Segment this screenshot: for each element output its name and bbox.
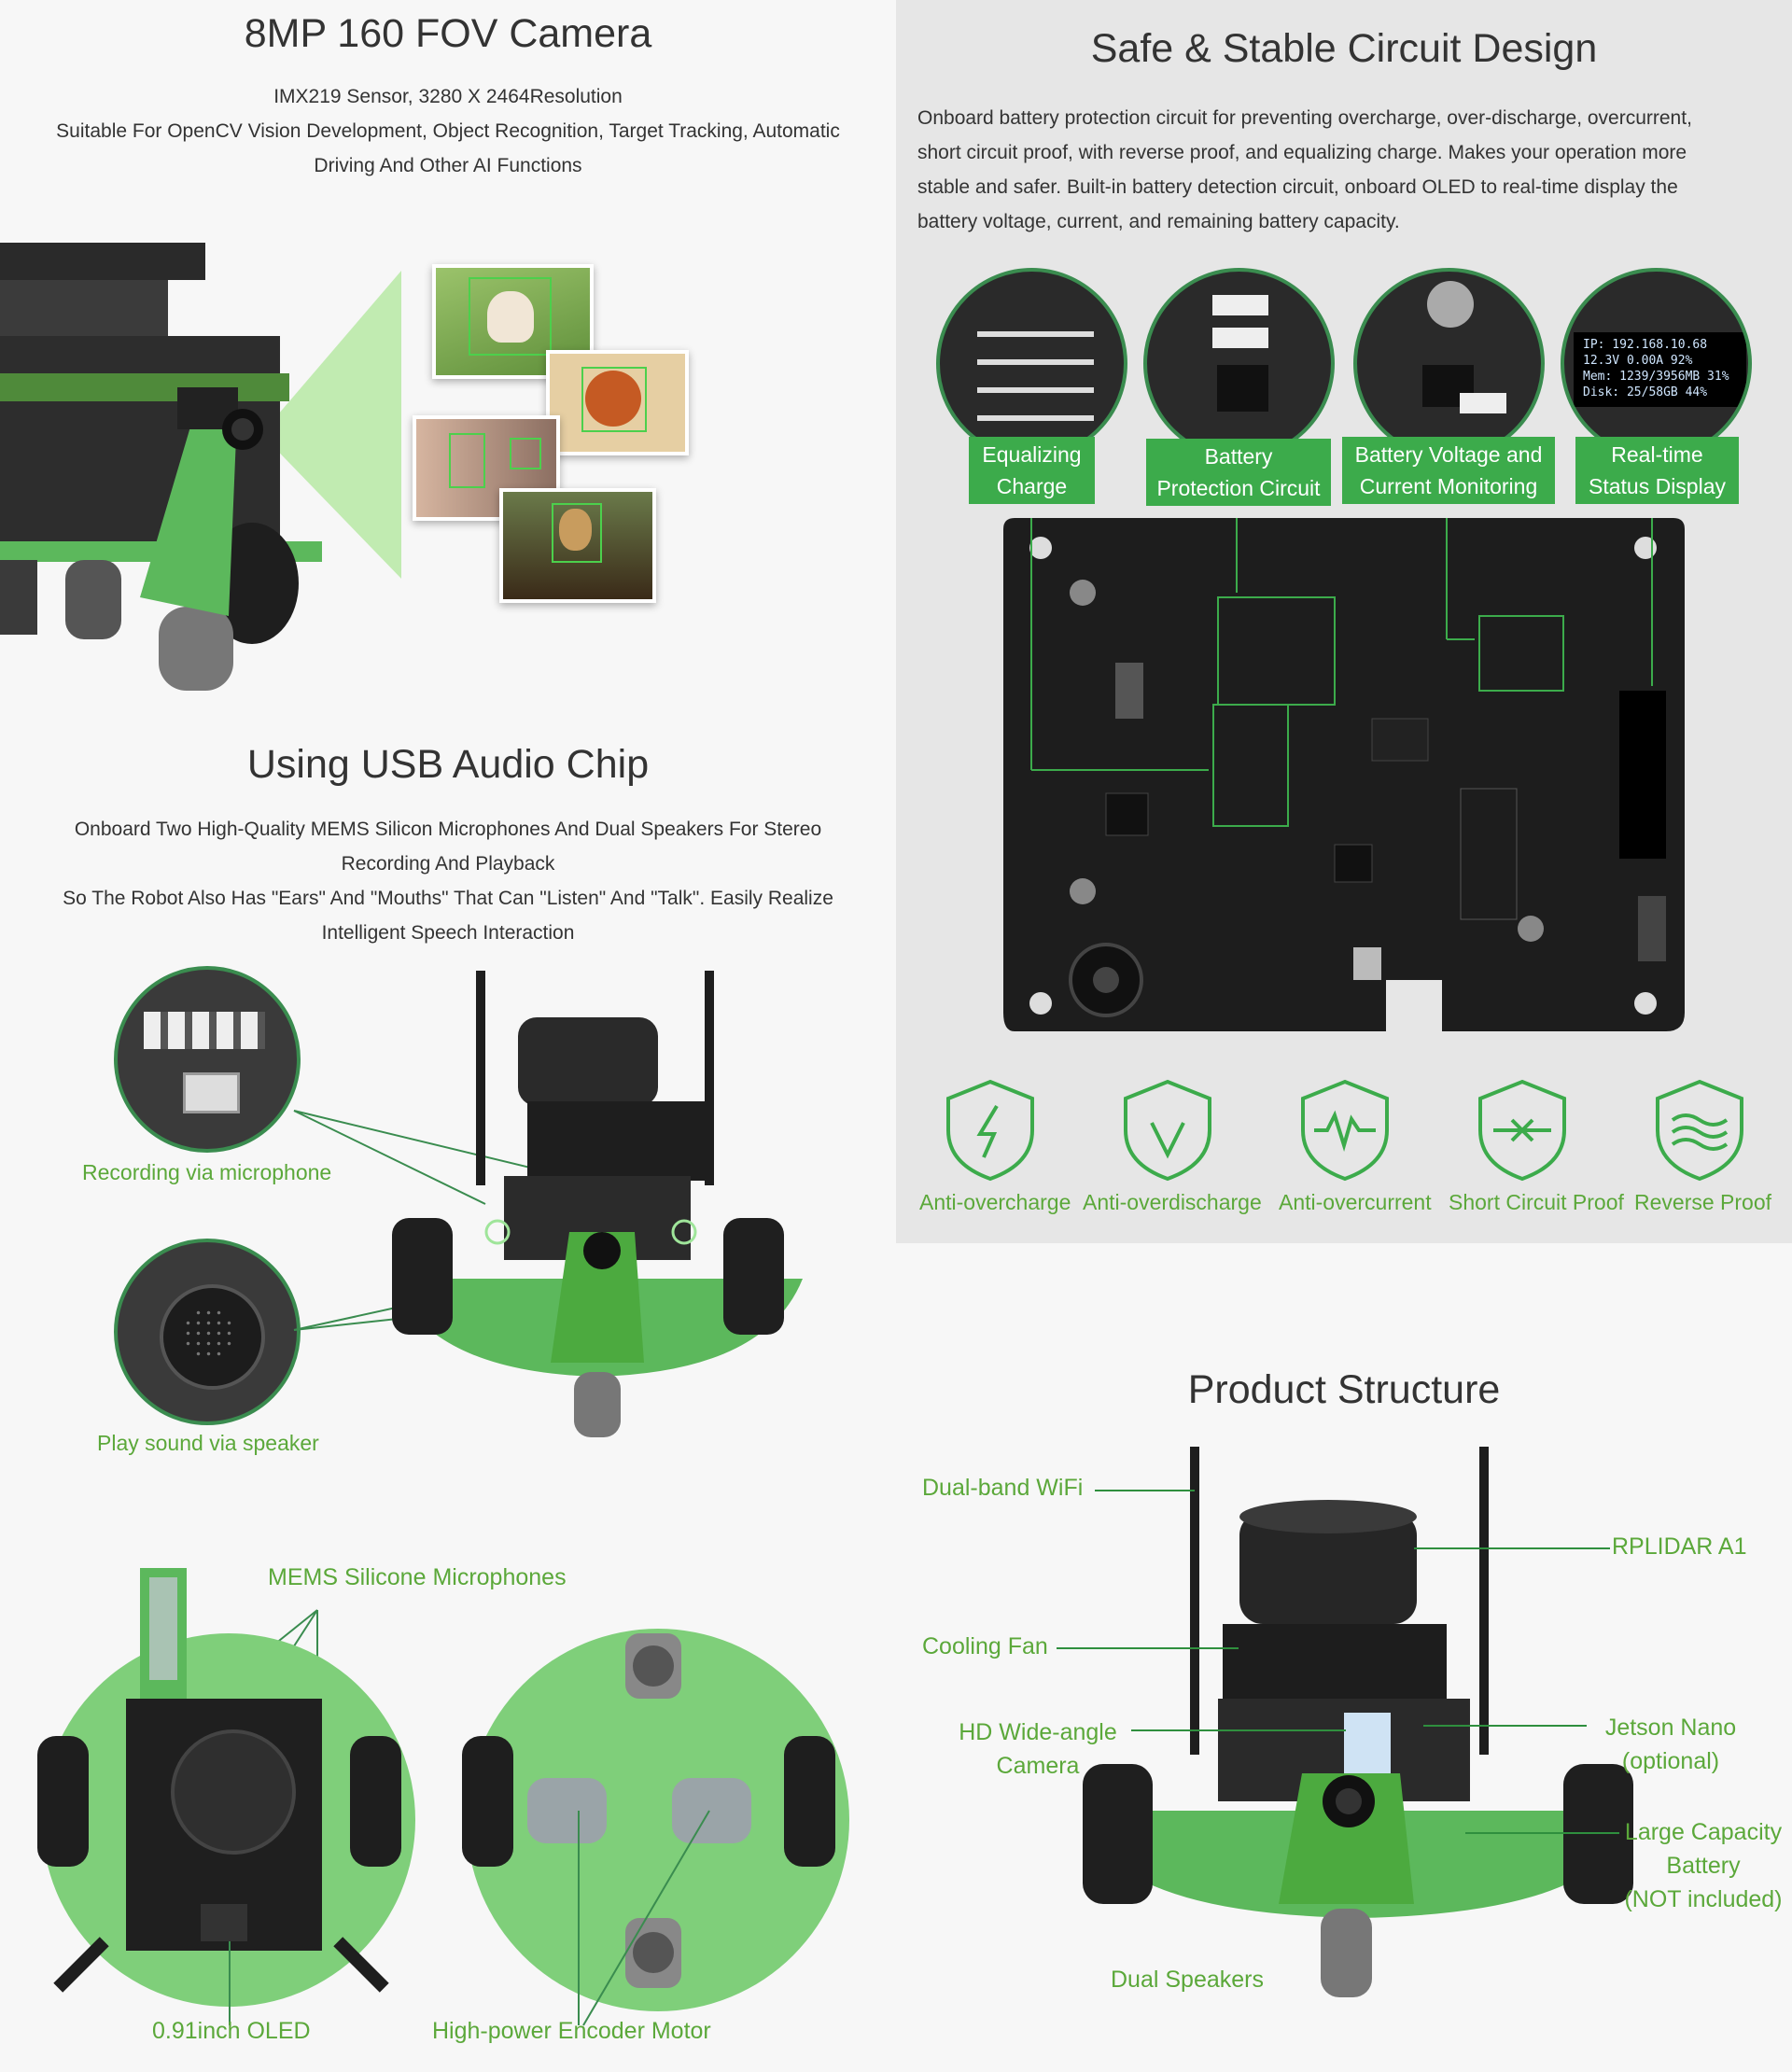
label-anti-overcharge: Anti-overcharge xyxy=(919,1190,1071,1214)
structure-battery-line1: Large Capacity xyxy=(1624,1819,1783,1845)
structure-jetson-line2: (optional) xyxy=(1621,1748,1720,1774)
structure-battery-line3: (NOT included) xyxy=(1624,1886,1783,1912)
structure-camera: HD Wide-angle Camera xyxy=(945,1715,1131,1783)
structure-battery-line2: Battery xyxy=(1666,1853,1741,1879)
anti-overdischarge-icon xyxy=(1124,1079,1211,1182)
short-circuit-icon xyxy=(1478,1079,1566,1182)
camera-callout-line xyxy=(1131,1729,1346,1731)
oled-line4: Disk: 25/58GB 44% xyxy=(1583,385,1708,399)
audio-desc-line2: Recording And Playback xyxy=(341,853,555,875)
reverse-proof-icon xyxy=(1656,1079,1743,1182)
camera-desc-line2: Suitable For OpenCV Vision Development, … xyxy=(56,120,840,142)
tag-equalizing-charge: Equalizing Charge xyxy=(969,437,1095,504)
oled-line2: 12.3V 0.00A 92% xyxy=(1583,354,1693,368)
circuit-desc-line3: stable and safer. Built-in battery detec… xyxy=(917,176,1678,198)
camera-desc-line1: IMX219 Sensor, 3280 X 2464Resolution xyxy=(273,86,623,107)
photo-basketball xyxy=(546,350,689,455)
structure-jetson-line1: Jetson Nano xyxy=(1604,1715,1737,1741)
camera-robot-illustration xyxy=(0,243,401,691)
audio-description: Onboard Two High-Quality MEMS Silicon Mi… xyxy=(0,812,896,950)
audio-desc-line3: So The Robot Also Has "Ears" And "Mouths… xyxy=(63,888,833,909)
structure-lidar: RPLIDAR A1 xyxy=(1612,1533,1747,1560)
jetson-callout-line xyxy=(1423,1725,1587,1727)
wifi-callout-line xyxy=(1095,1490,1195,1491)
fan-callout-line xyxy=(1057,1647,1239,1649)
oled-label: 0.91inch OLED xyxy=(152,2018,311,2044)
oled-line3: Mem: 1239/3956MB 31% xyxy=(1583,370,1729,384)
circuit-desc-line4: battery voltage, current, and remaining … xyxy=(917,211,1400,232)
circuit-desc-line1: Onboard battery protection circuit for p… xyxy=(917,107,1692,129)
motor-label: High-power Encoder Motor xyxy=(432,2018,711,2044)
audio-title: Using USB Audio Chip xyxy=(246,742,650,787)
anti-overcharge-icon xyxy=(946,1079,1034,1182)
structure-speakers: Dual Speakers xyxy=(1111,1967,1264,1993)
zoom-monitoring xyxy=(1353,268,1545,459)
structure-camera-line2: Camera xyxy=(996,1753,1080,1779)
tag-status-display: Real-time Status Display xyxy=(1575,437,1739,504)
mic-label: Recording via microphone xyxy=(82,1160,332,1184)
label-anti-overcurrent: Anti-overcurrent xyxy=(1279,1190,1432,1214)
structure-wifi: Dual-band WiFi xyxy=(922,1475,1084,1501)
audio-desc-line1: Onboard Two High-Quality MEMS Silicon Mi… xyxy=(74,819,822,840)
camera-title: 8MP 160 FOV Camera xyxy=(244,11,652,56)
circuit-title: Safe & Stable Circuit Design xyxy=(1090,26,1598,71)
label-reverse-proof: Reverse Proof xyxy=(1634,1190,1772,1214)
robot-top-views xyxy=(37,1568,849,2026)
structure-fan: Cooling Fan xyxy=(922,1633,1048,1659)
structure-title: Product Structure xyxy=(1187,1367,1501,1412)
structure-jetson: Jetson Nano (optional) xyxy=(1591,1711,1750,1778)
speaker-label: Play sound via speaker xyxy=(97,1431,319,1455)
camera-description: IMX219 Sensor, 3280 X 2464Resolution Sui… xyxy=(0,79,896,183)
photo-dog xyxy=(432,264,594,379)
robot-structure-illustration xyxy=(1083,1447,1633,1997)
label-anti-overdischarge: Anti-overdischarge xyxy=(1083,1190,1262,1214)
camera-desc-line3: Driving And Other AI Functions xyxy=(314,155,582,176)
label-short-circuit: Short Circuit Proof xyxy=(1449,1190,1624,1214)
mems-label: MEMS Silicone Microphones xyxy=(268,1564,567,1590)
structure-camera-line1: HD Wide-angle xyxy=(959,1719,1117,1745)
zoom-protection xyxy=(1143,268,1335,459)
robot-front-illustration xyxy=(293,971,803,1437)
audio-desc-line4: Intelligent Speech Interaction xyxy=(321,922,575,944)
structure-battery: Large Capacity Battery (NOT included) xyxy=(1619,1815,1787,1916)
pcb-board xyxy=(1003,518,1685,1031)
zoom-equalizing xyxy=(936,268,1127,459)
circuit-description: Onboard battery protection circuit for p… xyxy=(917,101,1776,239)
zoom-oled: IP: 192.168.10.68 12.3V 0.00A 92% Mem: 1… xyxy=(1561,268,1752,459)
oled-line1: IP: 192.168.10.68 xyxy=(1583,338,1708,352)
speaker-closeup xyxy=(114,1239,301,1425)
tag-battery-protection: Battery Protection Circuit xyxy=(1146,439,1331,506)
tag-voltage-monitoring: Battery Voltage and Current Monitoring xyxy=(1342,437,1555,504)
lidar-callout-line xyxy=(1414,1547,1610,1549)
battery-callout-line xyxy=(1465,1832,1619,1834)
circuit-desc-line2: short circuit proof, with reverse proof,… xyxy=(917,142,1687,163)
anti-overcurrent-icon xyxy=(1301,1079,1389,1182)
mic-closeup xyxy=(114,966,301,1153)
photo-mona-lisa xyxy=(499,488,656,603)
